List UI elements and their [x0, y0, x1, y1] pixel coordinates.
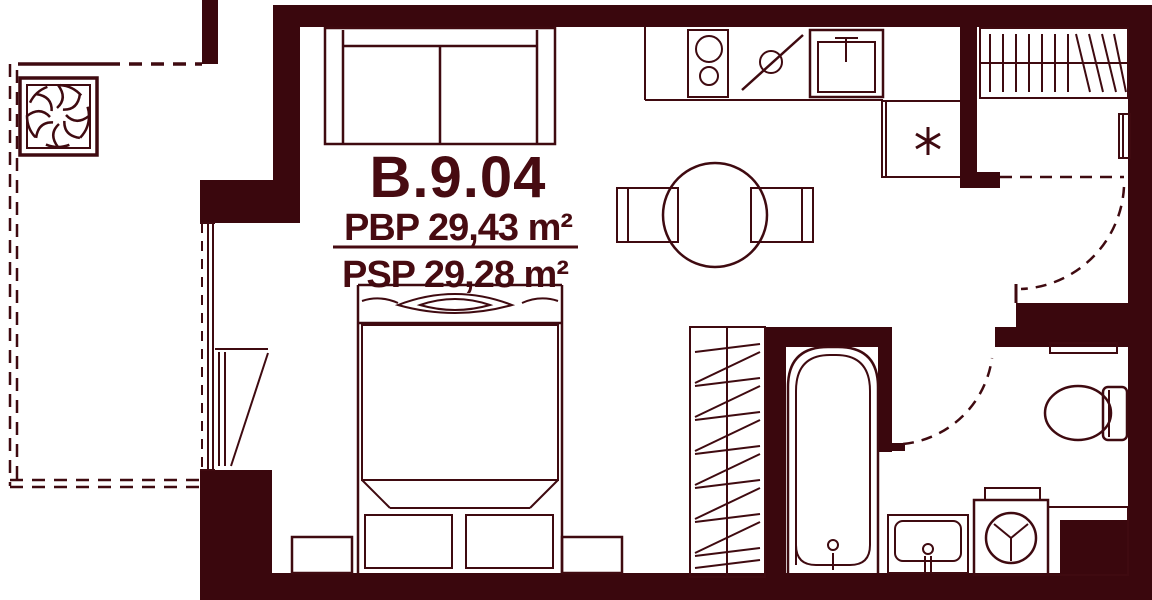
bathtub-outer	[786, 345, 880, 573]
bathtub-inner	[795, 354, 871, 566]
entry-hall	[979, 27, 1131, 291]
kitchen	[687, 28, 941, 155]
wall-wardrobe-bath-divider	[765, 327, 786, 575]
wall-right	[1128, 5, 1152, 600]
bathtub-drain	[827, 539, 839, 551]
plant-icon	[25, 83, 91, 149]
dining-chair-right	[750, 187, 814, 243]
toilet-bowl	[1043, 384, 1113, 442]
unit-id-text: B.9.04	[370, 145, 547, 210]
basin-outline	[887, 514, 969, 574]
blanket-fold-left	[361, 479, 391, 509]
plant-leaf	[62, 93, 82, 111]
plant-leaf	[56, 84, 64, 109]
basin-bowl	[894, 520, 962, 562]
kitchen-faucet-icon	[741, 34, 804, 91]
throw-pillow-tail-right	[521, 297, 559, 304]
toilet	[1043, 384, 1129, 442]
wall-bottom	[200, 573, 1152, 600]
cooktop	[687, 29, 729, 98]
wall-hall-bath-upper	[1016, 303, 1152, 327]
balcony-window-door	[200, 222, 269, 471]
washer-drum	[984, 511, 1038, 565]
snowflake-spoke	[915, 132, 941, 150]
wall-spur-top-left	[202, 0, 218, 64]
entry-door-swing-arc	[1020, 186, 1126, 291]
wall-top	[273, 5, 1152, 27]
plant-leaf	[35, 92, 53, 112]
chair-left-seat	[616, 187, 679, 243]
wardrobe-hatch	[694, 343, 761, 569]
toilet-cistern	[1101, 385, 1129, 442]
balcony-door-swing	[215, 348, 269, 467]
washer-spoke	[1010, 523, 1029, 539]
wall-hall-stub	[960, 172, 1000, 188]
bed-mattress	[361, 324, 559, 481]
balcony-table	[18, 76, 99, 157]
wall-left-upper-jog	[200, 180, 275, 223]
unit-area-primary-text: PBP 29,43 m²	[344, 207, 572, 249]
plant-leaf	[52, 123, 60, 148]
wall-bath-top-left	[765, 327, 892, 347]
faucet-lever	[741, 34, 804, 91]
pillow-right	[465, 514, 554, 569]
dining-chair-left	[616, 187, 679, 243]
plant-leaf	[65, 114, 90, 122]
nightstand-left	[290, 535, 354, 575]
washing-machine	[972, 487, 1050, 577]
washer-spoke	[993, 523, 1012, 539]
bathtub	[786, 345, 880, 573]
bed-throw-pillow	[361, 293, 559, 314]
pillow-left	[364, 514, 453, 569]
nightstand-right	[560, 535, 624, 575]
entry-wardrobe	[979, 27, 1129, 99]
dining-table	[661, 161, 769, 269]
burner-small	[699, 66, 719, 86]
basin-tap-head	[922, 543, 934, 555]
wall-left-lower-block	[200, 470, 272, 575]
bathroom-sink	[887, 514, 969, 574]
balcony	[8, 62, 202, 489]
cooktop-outline	[687, 29, 729, 98]
sink-outline	[808, 28, 885, 99]
unit-area-secondary-text: PSP 29,28 m²	[342, 254, 568, 296]
balcony-door-swing-line	[230, 352, 269, 467]
burner-large	[695, 35, 723, 63]
dining-set	[616, 161, 814, 269]
sofa	[323, 26, 557, 146]
throw-pillow-outer	[394, 293, 516, 314]
kitchen-sink	[808, 28, 885, 99]
unit-label-block: B.9.04 PBP 29,43 m² PSP 29,28 m²	[333, 145, 578, 296]
faucet-base	[759, 50, 783, 74]
blanket-fold-right	[529, 479, 559, 509]
entry-door-frame-niche	[1118, 113, 1131, 159]
plant-leaf	[26, 110, 51, 118]
walls	[200, 0, 1152, 600]
bathroom	[786, 342, 1129, 577]
throw-pillow-tail-left	[361, 297, 399, 304]
bathroom-door-leaf	[878, 345, 892, 452]
wall-left-upper-block	[273, 22, 300, 223]
wall-kitchen-hall-divider	[960, 27, 977, 177]
throw-pillow-inner	[416, 298, 494, 311]
fridge-snowflake-icon	[915, 127, 941, 155]
double-bed	[290, 283, 624, 575]
plant-leaf	[63, 120, 81, 140]
bedroom-wardrobe	[689, 326, 766, 578]
entry-door	[1000, 113, 1131, 291]
bathroom-shelf	[1049, 342, 1118, 354]
plant-leaf	[34, 121, 54, 139]
wall-edges	[644, 27, 1129, 576]
chair-right-seat	[750, 187, 814, 243]
balcony-table-outer	[18, 76, 99, 157]
washer-drawer	[984, 487, 1041, 501]
bathroom-door-handle	[892, 443, 905, 451]
sofa-outline	[323, 26, 557, 146]
bathroom-door-swing-arc	[902, 357, 994, 446]
service-shaft	[1060, 520, 1128, 575]
